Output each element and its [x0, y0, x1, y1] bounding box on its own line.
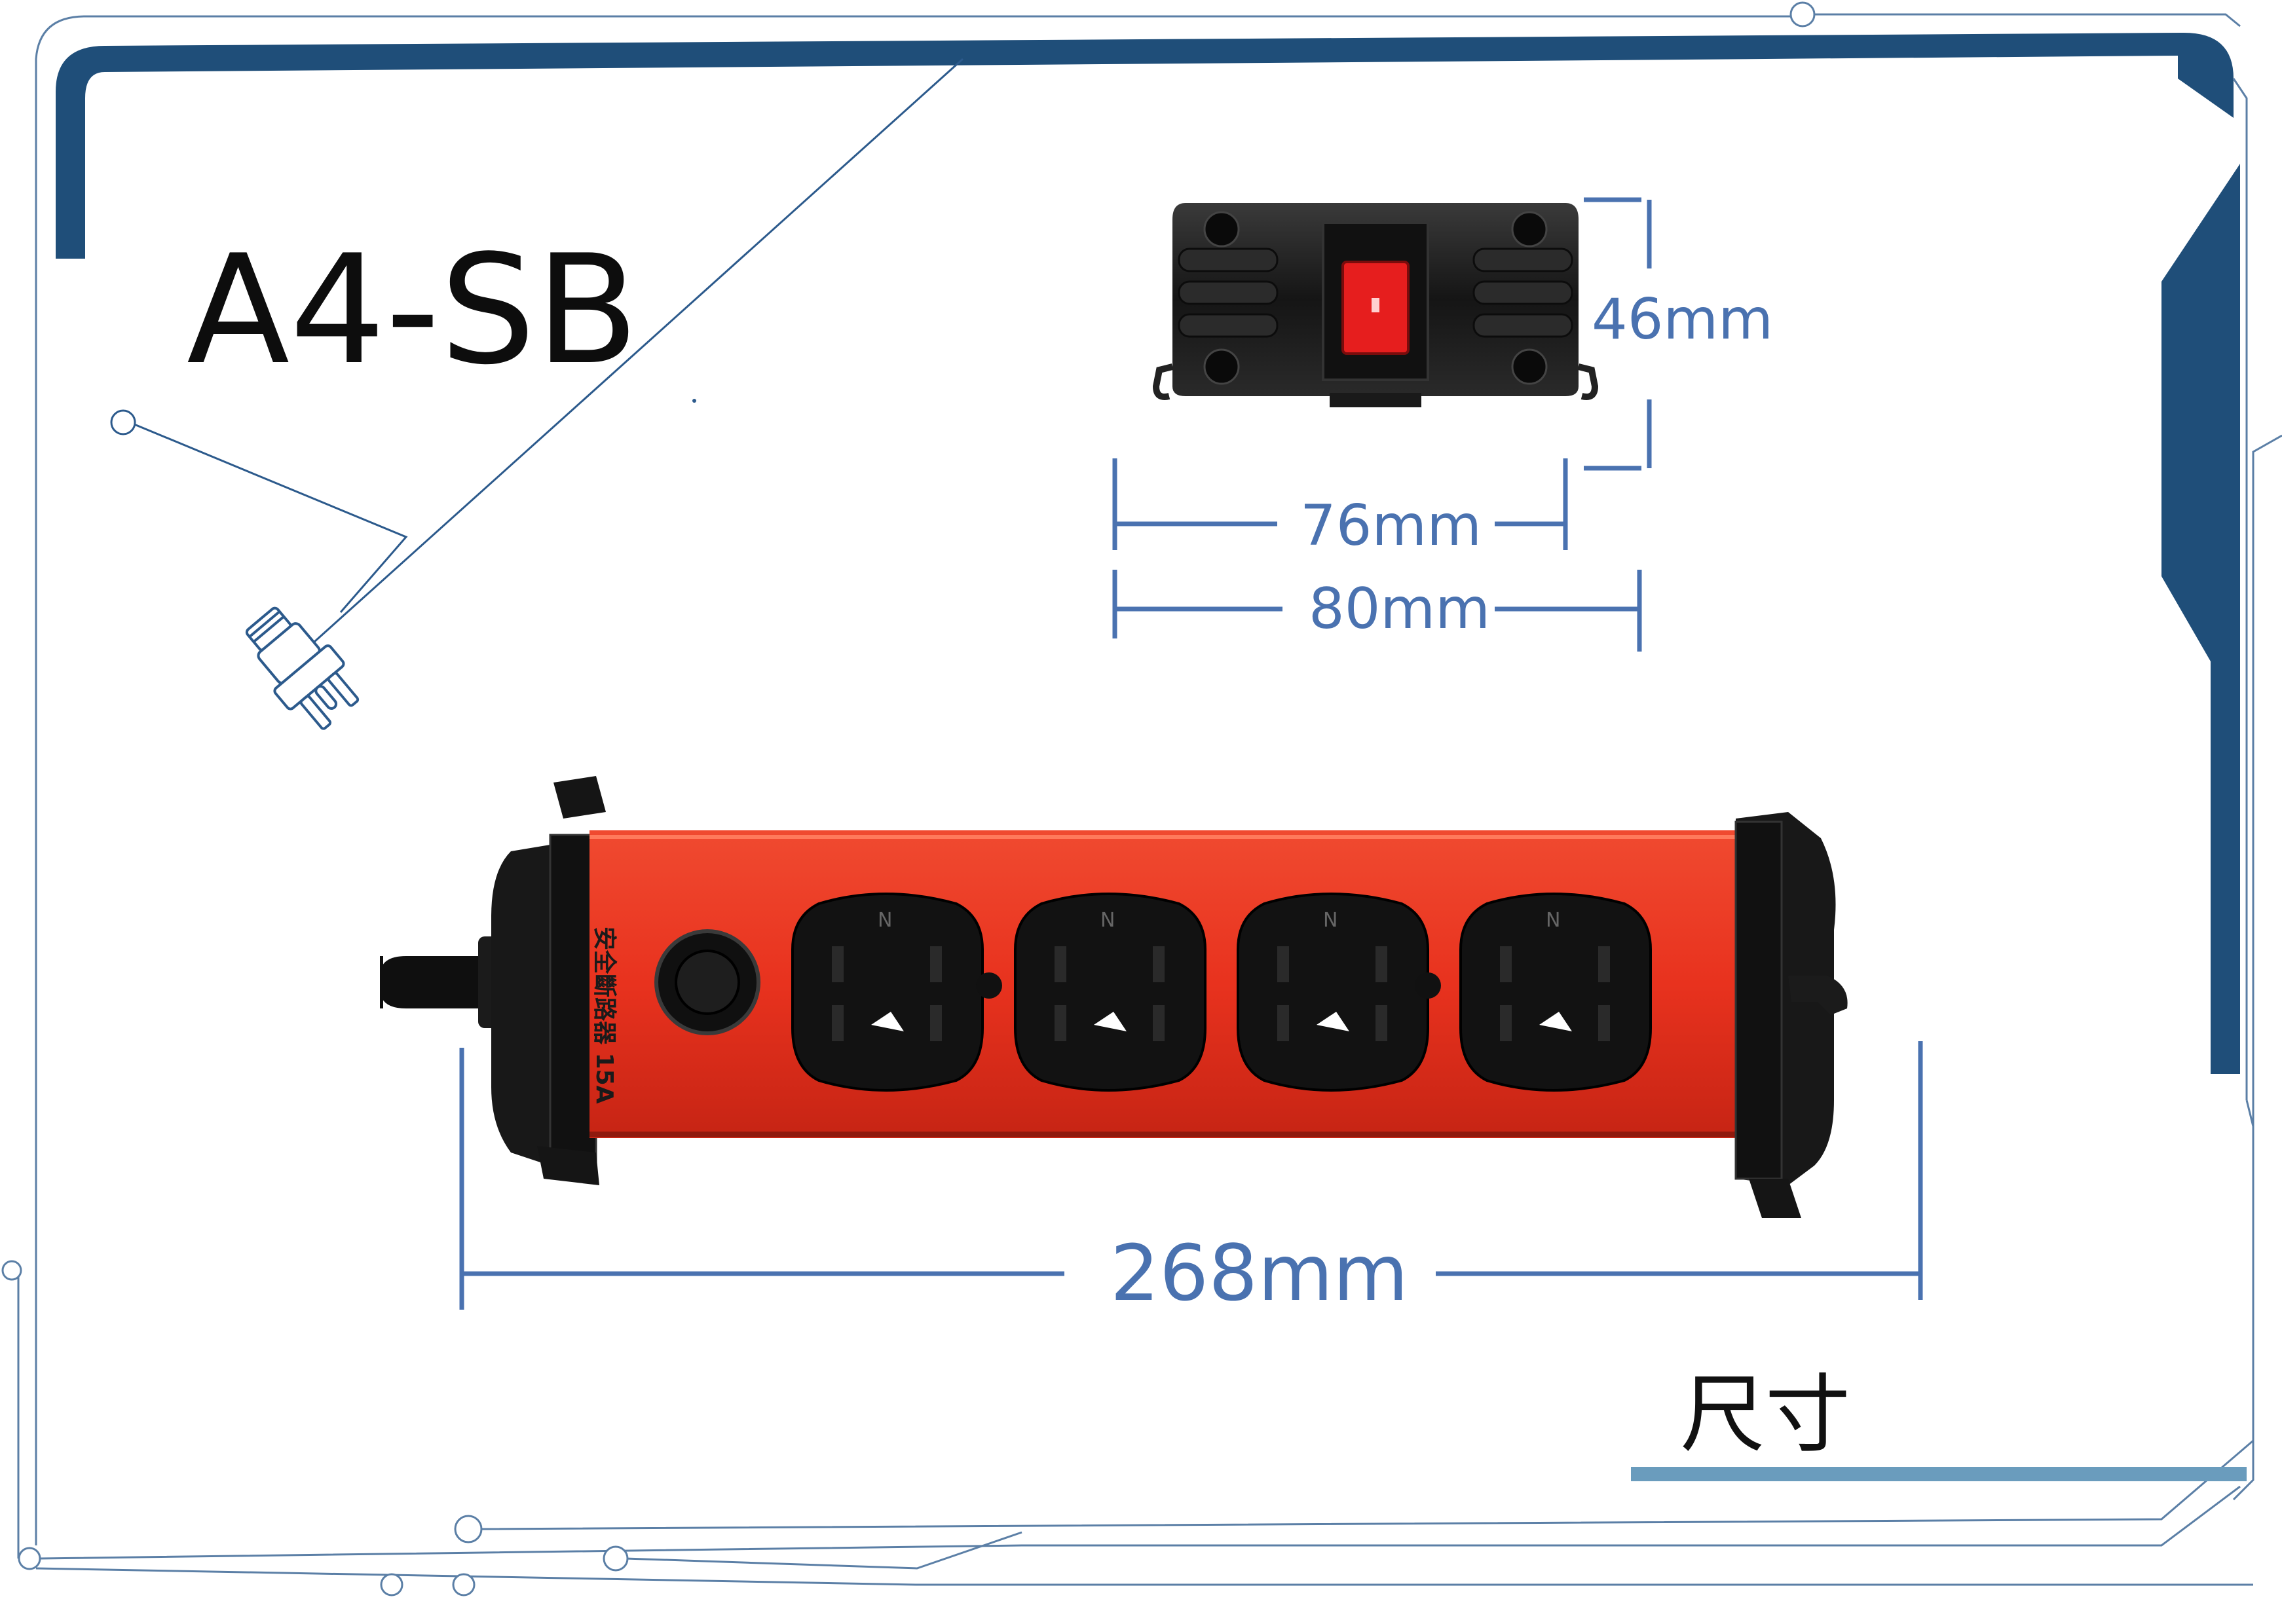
- dimension-length: 268mm: [1110, 1228, 1409, 1318]
- outlet-row: N: [791, 893, 1652, 1092]
- plug-icon: [245, 606, 360, 730]
- outlet-icon: [1237, 893, 1429, 1092]
- dimension-height: 46mm: [1592, 287, 1773, 352]
- outlet-icon: [791, 893, 984, 1092]
- model-title: A4-SB: [187, 223, 639, 398]
- outlet-icon: [1014, 893, 1206, 1092]
- power-cord: [380, 956, 498, 1008]
- outlet-icon: [1459, 893, 1652, 1092]
- frame-band-right: [2161, 164, 2240, 1074]
- frame-band-top: [56, 32, 2234, 259]
- breaker-label: 安全斷路器 15A: [591, 927, 618, 1104]
- section-label: 尺寸: [1680, 1365, 1851, 1464]
- dimension-inner-width: 76mm: [1300, 493, 1482, 559]
- dimension-outer-width: 80mm: [1309, 576, 1490, 642]
- section-underline: [1631, 1467, 2247, 1481]
- end-view-photo: [1152, 203, 1599, 407]
